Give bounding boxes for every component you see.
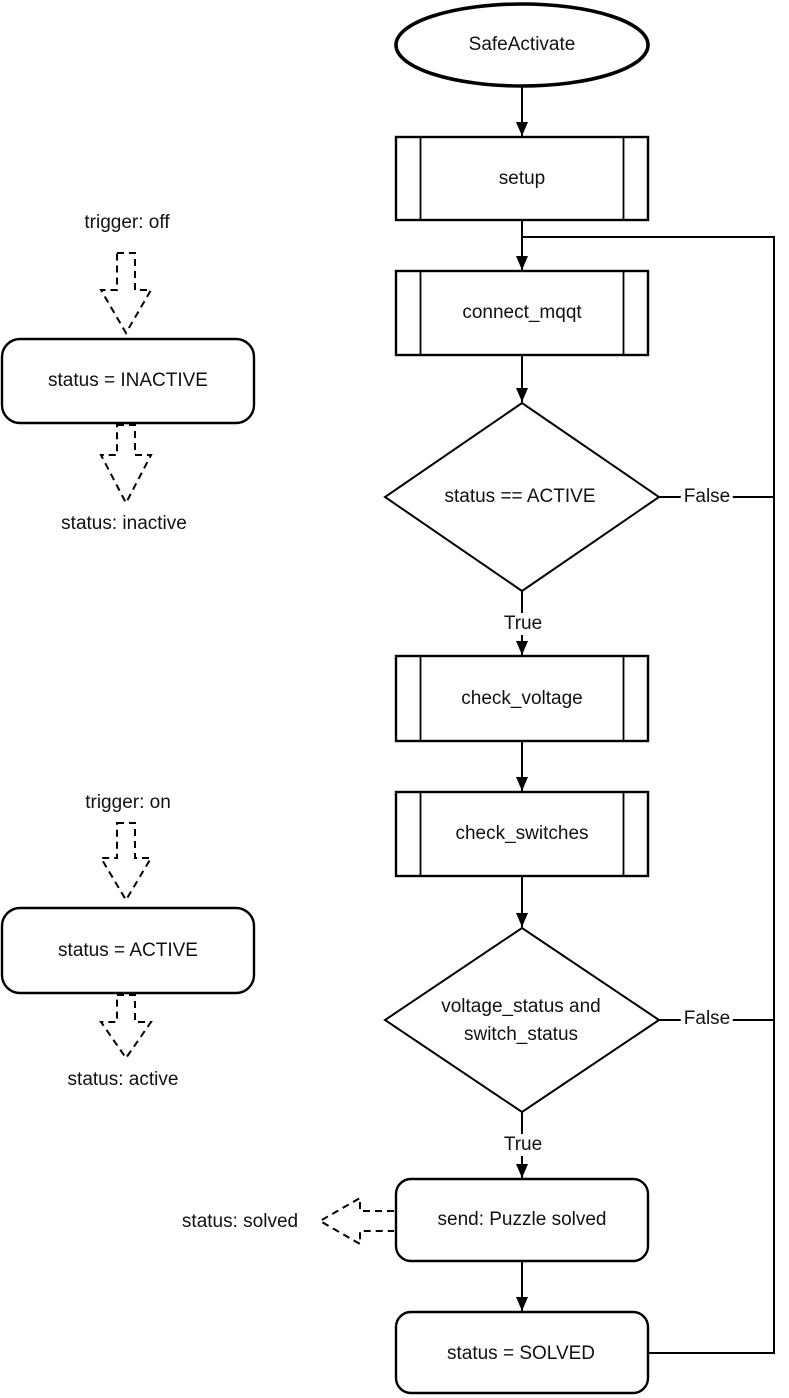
status-active-box-label: status = ACTIVE: [58, 940, 198, 961]
check-switches-label: check_switches: [455, 823, 589, 844]
dashed-arrow-trigger-off-icon: [99, 252, 153, 335]
status-inactive-box-label: status = INACTIVE: [48, 370, 208, 391]
voltage-switch-decision-label: voltage_status and switch_status: [441, 993, 601, 1049]
trigger-on-label: trigger: on: [85, 792, 171, 813]
voltage-switch-decision-shape: [383, 926, 661, 1114]
status-solved-shape: [394, 1310, 650, 1395]
false-branch-label-2: False: [680, 1008, 734, 1030]
status-active-box-shape: [0, 906, 256, 995]
trigger-off-label: trigger: off: [84, 212, 170, 233]
status-inactive-box-shape: [0, 337, 256, 425]
true-branch-label-2: True: [500, 1134, 546, 1156]
dashed-arrow-active-result-icon: [99, 994, 153, 1060]
send-puzzle-solved-label: send: Puzzle solved: [437, 1209, 607, 1230]
setup-label: setup: [498, 168, 546, 189]
check-voltage-subroutine-shape: [394, 654, 650, 743]
voltage-switch-decision-line2: switch_status: [463, 1024, 579, 1045]
status-active-label: status: active: [67, 1069, 179, 1090]
check-switches-subroutine-shape: [394, 790, 650, 878]
status-solved-label: status = SOLVED: [446, 1343, 596, 1364]
status-active-decision-shape: [383, 401, 661, 593]
setup-subroutine-shape: [394, 135, 650, 222]
dashed-arrow-trigger-on-icon: [99, 822, 153, 902]
start-terminal-label: SafeActivate: [468, 34, 576, 55]
dashed-arrow-inactive-result-icon: [99, 424, 153, 506]
dashed-arrow-status-solved-icon: [317, 1196, 394, 1246]
loop-return-line: [522, 236, 775, 1354]
send-puzzle-solved-shape: [394, 1177, 650, 1263]
status-solved-note-label: status: solved: [181, 1211, 299, 1232]
start-terminal-shape: [394, 2, 650, 88]
check-voltage-label: check_voltage: [461, 688, 583, 709]
voltage-switch-decision-line1: voltage_status and: [441, 996, 601, 1017]
connect-mqqt-subroutine-shape: [394, 269, 650, 357]
status-active-decision-label: status == ACTIVE: [444, 486, 596, 507]
connect-mqqt-label: connect_mqqt: [462, 302, 582, 323]
true-branch-label-1: True: [500, 613, 546, 635]
status-inactive-label: status: inactive: [61, 513, 187, 534]
false-branch-label-1: False: [680, 486, 734, 508]
